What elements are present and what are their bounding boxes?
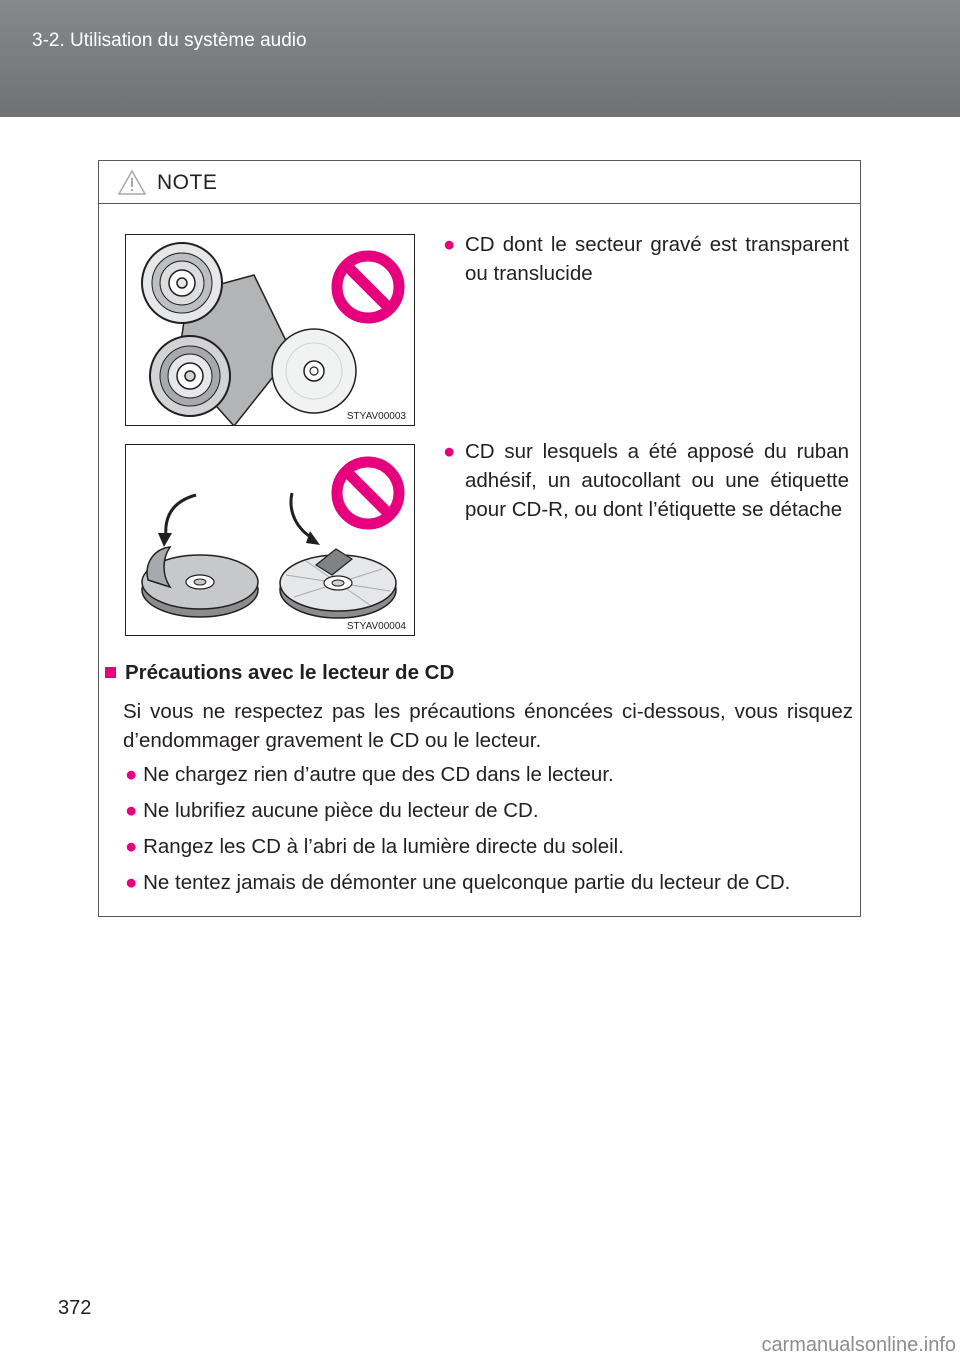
watermark: carmanualsonline.info <box>761 1334 956 1356</box>
prohibited-sign-icon <box>331 456 405 530</box>
cd-with-tape <box>279 548 397 619</box>
cd-clear <box>271 328 357 414</box>
figure-labelled-cd: STYAV00004 <box>125 444 415 636</box>
note-item-text: CD sur lesquels a été apposé du ruban ad… <box>465 440 849 521</box>
page-header: 3-2. Utilisation du système audio <box>0 0 960 117</box>
note-item-translucent: ● CD dont le secteur gravé est transpare… <box>443 230 849 288</box>
page-number: 372 <box>58 1297 92 1319</box>
list-item: ● Rangez les CD à l’abri de la lumière d… <box>125 835 855 859</box>
bullet-dot-icon: ● <box>125 835 138 858</box>
list-item-text: Ne tentez jamais de démonter une quelcon… <box>143 871 791 894</box>
warning-triangle-icon <box>117 169 147 201</box>
note-box: NOTE <box>98 160 861 917</box>
bullet-dot-icon: ● <box>125 799 138 822</box>
figure-code: STYAV00003 <box>346 411 406 422</box>
bullet-dot-icon: ● <box>443 233 456 256</box>
figure-code: STYAV00004 <box>346 621 406 632</box>
note-item-labelled: ● CD sur lesquels a été apposé du ruban … <box>443 437 849 524</box>
section-square-icon <box>105 667 116 678</box>
bullet-dot-icon: ● <box>125 871 138 894</box>
list-item-text: Ne chargez rien d’autre que des CD dans … <box>143 763 614 786</box>
cd-top <box>141 242 223 324</box>
list-item-text: Rangez les CD à l’abri de la lumière dir… <box>143 835 624 858</box>
list-item: ● Ne tentez jamais de démonter une quelc… <box>125 871 855 895</box>
note-item-text: CD dont le secteur gravé est transparent… <box>465 233 849 285</box>
cd-bottom <box>149 335 231 417</box>
list-item: ● Ne lubrifiez aucune pièce du lecteur d… <box>125 799 855 823</box>
bullet-dot-icon: ● <box>125 763 138 786</box>
section-heading: Précautions avec le lecteur de CD <box>125 661 455 684</box>
cd-peeling-label <box>141 546 259 618</box>
figure-translucent-cd: STYAV00003 <box>125 234 415 426</box>
prohibited-sign-icon <box>331 250 405 324</box>
bullet-dot-icon: ● <box>443 440 456 463</box>
translucent-cd-illustration <box>141 242 405 425</box>
note-header: NOTE <box>99 161 860 204</box>
labelled-cd-illustration <box>141 456 405 619</box>
arrow-left-icon <box>158 493 197 547</box>
note-title: NOTE <box>157 171 218 194</box>
list-item: ● Ne chargez rien d’autre que des CD dan… <box>125 763 855 787</box>
arrow-right-icon <box>289 492 320 545</box>
section-intro: Si vous ne respectez pas les précautions… <box>123 700 853 752</box>
list-item-text: Ne lubrifiez aucune pièce du lecteur de … <box>143 799 539 822</box>
section-title: 3-2. Utilisation du système audio <box>32 30 307 51</box>
